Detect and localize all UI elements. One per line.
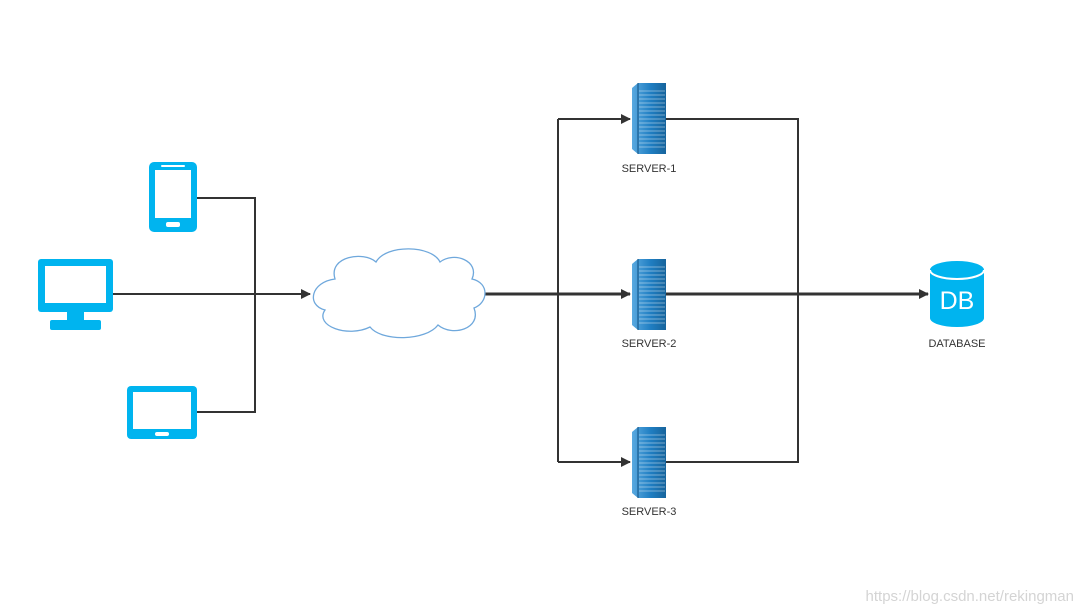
server-2-label: SERVER-2: [622, 338, 677, 350]
server-1[interactable]: SERVER-1: [622, 83, 677, 175]
server-1-connector: [666, 118, 799, 294]
tablet-icon[interactable]: [127, 386, 197, 439]
server-rack-icon: [632, 259, 666, 330]
server-3-connector: [666, 294, 799, 463]
phone-connector: [197, 197, 256, 294]
phone-icon[interactable]: [149, 162, 197, 232]
server-1-label: SERVER-1: [622, 163, 677, 175]
database-label: DATABASE: [928, 338, 985, 350]
server-rack-icon: [632, 427, 666, 498]
connectors: [113, 114, 929, 467]
server-rack-icon: [632, 83, 666, 154]
database[interactable]: DB DATABASE: [928, 261, 986, 350]
database-icon-text: DB: [940, 287, 975, 315]
server-3-label: SERVER-3: [622, 506, 677, 518]
server-3[interactable]: SERVER-3: [622, 427, 677, 518]
tablet-connector: [197, 294, 256, 413]
server-2[interactable]: SERVER-2: [622, 259, 677, 350]
monitor-icon[interactable]: [38, 259, 113, 330]
cloud-icon: [312, 248, 486, 339]
database-icon: DB: [929, 261, 985, 327]
watermark: https://blog.csdn.net/rekingman: [866, 588, 1074, 605]
